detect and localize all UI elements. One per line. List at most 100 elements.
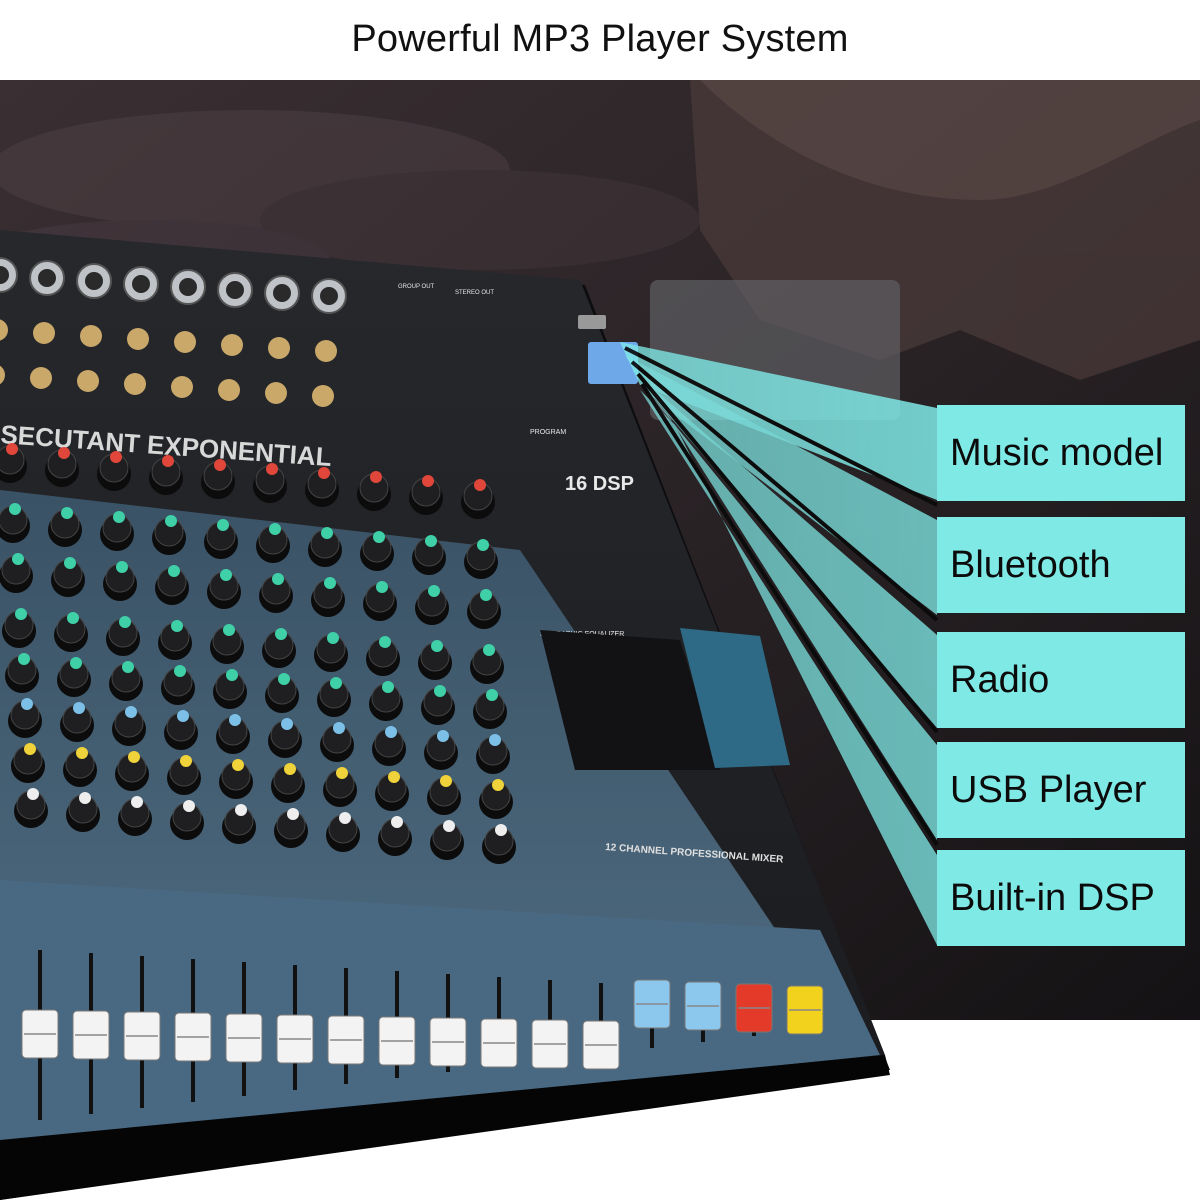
knob-cap: [480, 589, 492, 601]
knob-cap: [235, 804, 247, 816]
knob-cap: [162, 455, 174, 467]
knob-cap: [165, 515, 177, 527]
knob-cap: [183, 800, 195, 812]
knob-cap: [486, 689, 498, 701]
insert-jack: [171, 376, 193, 398]
knob-cap: [388, 771, 400, 783]
xlr-jack-hole: [179, 278, 197, 296]
xlr-jack-hole: [85, 272, 103, 290]
knob-cap: [437, 730, 449, 742]
line-jack: [268, 337, 290, 359]
line-jack: [315, 340, 337, 362]
knob-cap: [12, 553, 24, 565]
knob-cap: [495, 824, 507, 836]
knob-cap: [287, 808, 299, 820]
knob-cap: [269, 523, 281, 535]
knob-cap: [73, 702, 85, 714]
knob-cap: [214, 459, 226, 471]
knob-cap: [76, 747, 88, 759]
insert-jack: [124, 373, 146, 395]
knob-cap: [177, 710, 189, 722]
knob-cap: [21, 698, 33, 710]
usb-port: [578, 315, 606, 329]
mixer-jacks: [0, 257, 347, 407]
knob-cap: [474, 479, 486, 491]
xlr-jack-hole: [273, 284, 291, 302]
knob-cap: [443, 820, 455, 832]
xlr-jack-hole: [38, 269, 56, 287]
knob-cap: [266, 463, 278, 475]
knob-cap: [110, 451, 122, 463]
knob-cap: [223, 624, 235, 636]
level-meter-panel: [680, 628, 790, 768]
knob-cap: [434, 685, 446, 697]
knob-cap: [391, 816, 403, 828]
knob-cap: [171, 620, 183, 632]
knob-cap: [180, 755, 192, 767]
knob-cap: [119, 616, 131, 628]
fader-track: [599, 983, 603, 1054]
knob-cap: [27, 788, 39, 800]
knob-cap: [425, 535, 437, 547]
xlr-jack-hole: [132, 275, 150, 293]
knob-cap: [9, 503, 21, 515]
insert-jack: [77, 370, 99, 392]
knob-cap: [122, 661, 134, 673]
mixer-knobs: [0, 443, 516, 864]
mixer-program-text: PROGRAM: [530, 429, 566, 436]
knob-cap: [339, 812, 351, 824]
knob-cap: [79, 792, 91, 804]
knob-cap: [370, 471, 382, 483]
line-jack: [80, 325, 102, 347]
product-photo: SECUTANT EXPONENTIAL 12 CHANNEL PROFESSI…: [0, 80, 1200, 1200]
knob-cap: [492, 779, 504, 791]
line-jack: [174, 331, 196, 353]
knob-cap: [376, 581, 388, 593]
knob-cap: [330, 677, 342, 689]
knob-cap: [229, 714, 241, 726]
knob-cap: [382, 681, 394, 693]
graphic-equalizer-panel: [540, 628, 790, 770]
knob-cap: [220, 569, 232, 581]
line-jack: [0, 319, 8, 341]
knob-cap: [18, 653, 30, 665]
line-jack: [33, 322, 55, 344]
knob-cap: [275, 628, 287, 640]
performer-silhouette: [650, 80, 1200, 420]
knob-cap: [431, 640, 443, 652]
knob-cap: [318, 467, 330, 479]
insert-jack: [218, 379, 240, 401]
insert-jack: [0, 365, 5, 385]
line-jack: [127, 328, 149, 350]
knob-cap: [278, 673, 290, 685]
page-title: Powerful MP3 Player System: [351, 17, 849, 60]
knob-cap: [128, 751, 140, 763]
knob-cap: [125, 706, 137, 718]
xlr-jack-hole: [0, 266, 9, 284]
knob-cap: [324, 577, 336, 589]
knob-cap: [232, 759, 244, 771]
knob-cap: [58, 447, 70, 459]
knob-cap: [336, 767, 348, 779]
knob-cap: [168, 565, 180, 577]
knob-cap: [321, 527, 333, 539]
feature-callout-beams: [620, 342, 939, 945]
knob-cap: [174, 665, 186, 677]
knob-cap: [284, 763, 296, 775]
knob-cap: [483, 644, 495, 656]
knob-cap: [70, 657, 82, 669]
knob-cap: [67, 612, 79, 624]
knob-cap: [131, 796, 143, 808]
xlr-jack-hole: [320, 287, 338, 305]
knob-cap: [61, 507, 73, 519]
knob-cap: [477, 539, 489, 551]
knob-cap: [113, 511, 125, 523]
knob-cap: [116, 561, 128, 573]
mixer-dsp-text: 16 DSP: [565, 473, 634, 495]
knob-cap: [379, 636, 391, 648]
mixer-stereo-out-text: STEREO OUT: [455, 290, 494, 296]
knob-cap: [24, 743, 36, 755]
knob-cap: [489, 734, 501, 746]
mixer-group-out-text: GROUP OUT: [398, 284, 435, 290]
knob-cap: [272, 573, 284, 585]
